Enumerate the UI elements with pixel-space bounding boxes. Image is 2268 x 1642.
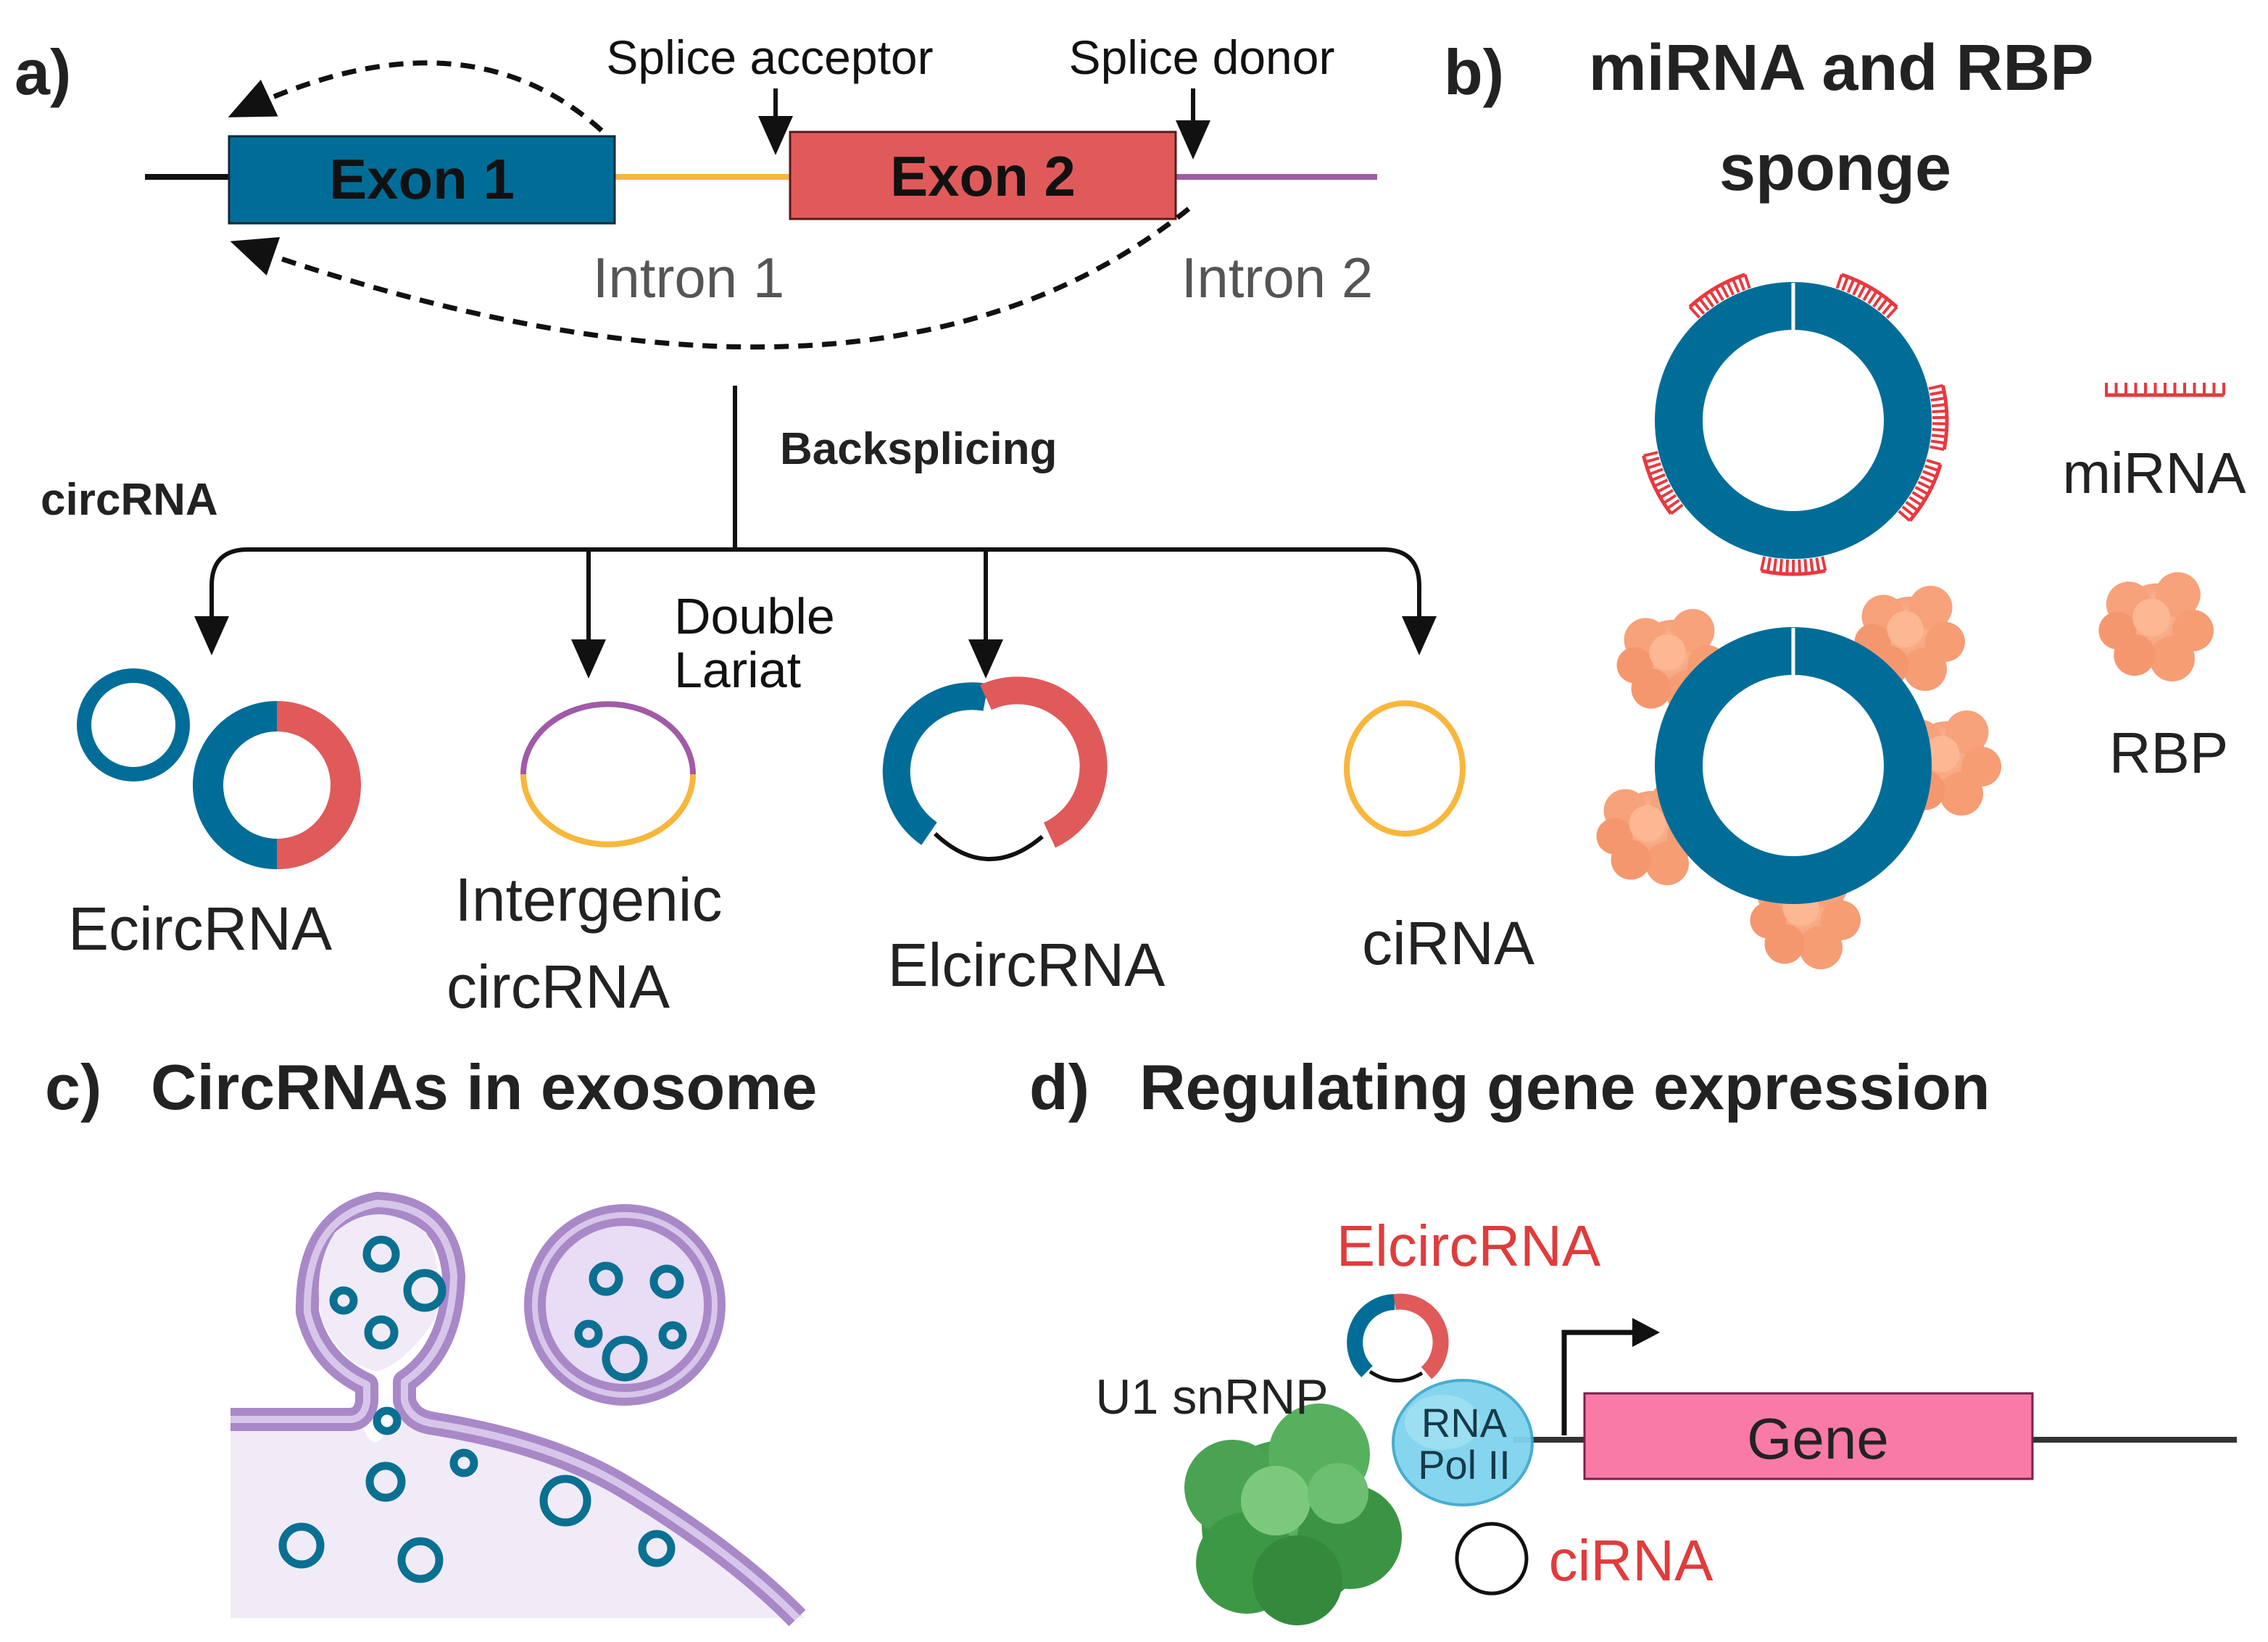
d-elcirc-arc (1370, 1372, 1422, 1381)
mirna-comb (1761, 557, 1825, 574)
promoter-arrowhead (1632, 1318, 1660, 1347)
intergenic-ring-bottom (523, 774, 693, 845)
circrna-dot (377, 1411, 397, 1431)
intergenic-label-2: circRNA (446, 953, 670, 1021)
intergenic-label-1: Intergenic (455, 866, 723, 934)
d-elcirc-blue (1355, 1302, 1395, 1372)
d-cirna-label: ciRNA (1549, 1528, 1714, 1593)
panel-b-title-1: miRNA and RBP (1589, 32, 2094, 104)
circrna-heading: circRNA (41, 475, 218, 525)
cirna-ring (1347, 703, 1463, 834)
panel-c-label: c) (45, 1051, 101, 1123)
splice-donor-label: Splice donor (1069, 30, 1335, 84)
d-elcirc-red (1395, 1301, 1441, 1373)
ecirc-small-ring (84, 676, 183, 774)
panel-d: d) Regulating gene expression ElcircRNA … (1029, 1051, 2237, 1625)
u1-label: U1 snRNP (1095, 1369, 1328, 1425)
panel-b: b) miRNA and RBP sponge miRNA RBP (1444, 32, 2246, 969)
splice-acceptor-label: Splice acceptor (606, 30, 933, 84)
exon1-label: Exon 1 (329, 147, 515, 211)
elcirc-ring-blue (897, 696, 986, 834)
ecirc-ring-right (277, 716, 346, 854)
intron2-label: Intron 2 (1181, 246, 1374, 310)
dashed-arc-top (246, 63, 602, 130)
panel-d-title: Regulating gene expression (1139, 1051, 1990, 1123)
panel-c-title: CircRNAs in exosome (151, 1051, 817, 1123)
mirna-sponge-ring (1679, 306, 1908, 535)
mirna-legend-label: miRNA (2062, 441, 2246, 505)
pol-label-1: RNA (1421, 1400, 1508, 1446)
rbp-legend-icon (2098, 572, 2214, 681)
elcirc-intron-arc (935, 834, 1042, 859)
intron1-label: Intron 1 (593, 246, 785, 310)
rbp-sponge-ring (1679, 651, 1908, 880)
u1-snrnp-blob (1184, 1403, 1402, 1625)
panel-c: c) CircRNAs in exosome (45, 1051, 817, 1618)
elcirc-ring-red (986, 690, 1094, 835)
panel-a: a) Exon 1 Exon 2 Intron 1 Intron 2 Splic… (14, 30, 1534, 1021)
gene-label: Gene (1747, 1406, 1889, 1471)
panel-a-label: a) (14, 36, 71, 108)
intergenic-ring-top (523, 704, 693, 774)
ecircrna-label: EcircRNA (68, 895, 332, 963)
d-elcircrna-label: ElcircRNA (1337, 1214, 1601, 1278)
backsplicing-label: Backsplicing (780, 424, 1057, 474)
double-lariat-line1: Double (674, 588, 835, 644)
mirna-legend-teeth (2106, 383, 2224, 395)
rbp-legend-label: RBP (2109, 721, 2229, 785)
exon2-label: Exon 2 (890, 144, 1076, 208)
panel-b-label: b) (1444, 36, 1504, 108)
panel-b-title-2: sponge (1719, 132, 1951, 204)
panel-d-label: d) (1029, 1051, 1089, 1123)
pol-label-2: Pol II (1418, 1442, 1511, 1488)
ecirc-ring-left (208, 716, 277, 854)
d-cirna-ring (1457, 1524, 1526, 1593)
cirna-label: ciRNA (1362, 909, 1534, 977)
double-lariat-line2: Lariat (674, 642, 801, 698)
elcircrna-label: ElcircRNA (888, 931, 1166, 999)
